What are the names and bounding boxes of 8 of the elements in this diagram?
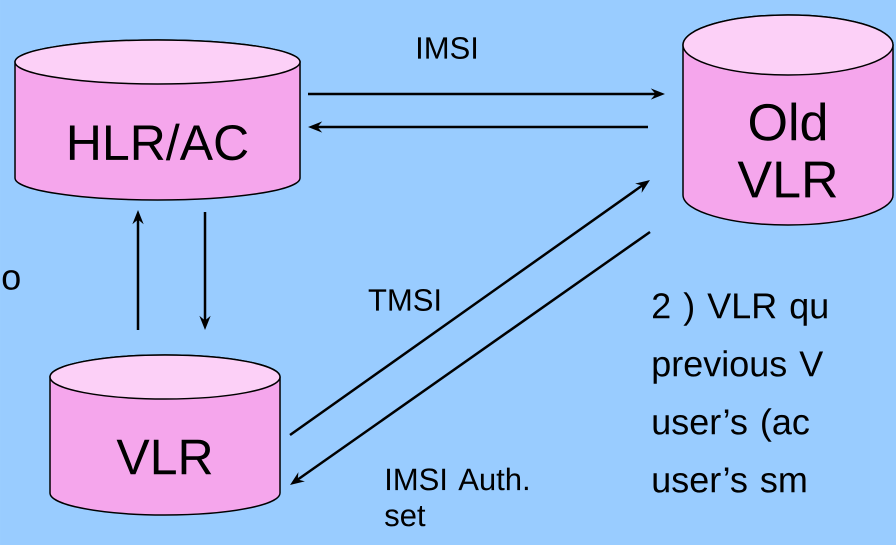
cylinder: HLR/AC [14,39,301,201]
edge-label: IMSI [418,37,476,59]
paragraph: 2 ) VLR qu previous V user’s (ac user’s sm [653,292,827,493]
edge-label: TMSI [368,289,440,311]
label: o [2,270,20,290]
cylinder: VLR [49,354,281,516]
cylinder: Old VLR [682,14,894,226]
edge-label: IMSI Auth. set [385,468,528,526]
